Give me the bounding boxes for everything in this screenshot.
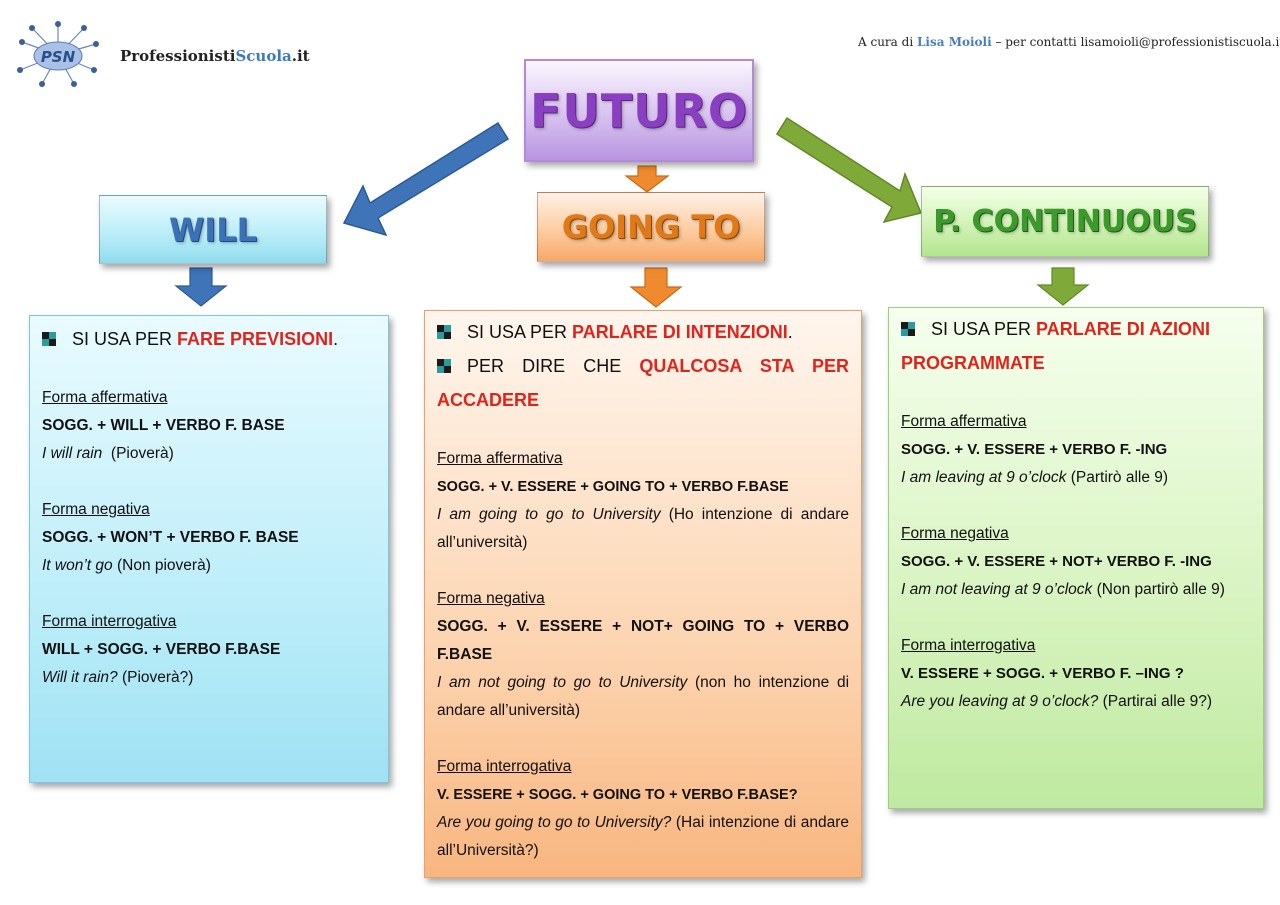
futuro-title: FUTURO bbox=[529, 83, 749, 138]
will-neg-formula: SOGG. + WON’T + VERBO F. BASE bbox=[42, 529, 299, 546]
will-aff-heading: Forma affermativa bbox=[42, 389, 168, 406]
going-neg-formula: SOGG. + V. ESSERE + NOT+ GOING TO + VERB… bbox=[437, 618, 849, 663]
will-neg-example-it: (Non pioverà) bbox=[112, 557, 211, 574]
pcont-node: P. CONTINUOUS bbox=[921, 186, 1209, 257]
going-usage-2: PER DIRE CHE QUALCOSA STA PER ACCADERE bbox=[437, 349, 849, 417]
will-title: WILL bbox=[169, 210, 257, 249]
going-content-box: SI USA PER PARLARE DI INTENZIONI. PER DI… bbox=[424, 310, 862, 878]
bullet-square-icon bbox=[901, 322, 915, 336]
pcont-usage: SI USA PER PARLARE DI AZIONI PROGRAMMATE bbox=[901, 312, 1251, 380]
pcont-aff-example: I am leaving at 9 o’clock (Partirò alle … bbox=[901, 464, 1251, 492]
will-neg-example-en: It won’t go bbox=[42, 557, 113, 574]
pcont-int-example-en: Are you leaving at 9 o’clock? bbox=[901, 693, 1099, 710]
will-aff-example: I will rain (Pioverà) bbox=[42, 440, 376, 468]
will-usage: SI USA PER FARE PREVISIONI. bbox=[42, 322, 376, 356]
pcont-usage-highlight: PARLARE DI AZIONI PROGRAMMATE bbox=[901, 319, 1211, 373]
will-neg-example: It won’t go (Non pioverà) bbox=[42, 552, 376, 580]
pcont-title: P. CONTINUOUS bbox=[933, 204, 1197, 239]
credit-line: A cura di Lisa Moioli – per contatti lis… bbox=[858, 35, 1280, 49]
arrow-pcont-down-icon bbox=[1036, 267, 1090, 306]
will-neg-heading: Forma negativa bbox=[42, 501, 150, 518]
will-int-example: Will it rain? (Pioverà?) bbox=[42, 664, 376, 692]
arrow-will-down-icon bbox=[174, 267, 228, 307]
going-aff-formula: SOGG. + V. ESSERE + GOING TO + VERBO F.B… bbox=[437, 479, 789, 495]
going-title: GOING TO bbox=[561, 208, 741, 246]
pcont-neg-example-en: I am not leaving at 9 o’clock bbox=[901, 581, 1093, 598]
pcont-int-heading: Forma interrogativa bbox=[901, 637, 1036, 654]
going-usage-2-highlight: QUALCOSA STA PER ACCADERE bbox=[437, 356, 849, 410]
pcont-neg-heading: Forma negativa bbox=[901, 525, 1009, 542]
bullet-square-icon bbox=[42, 332, 56, 346]
pcont-neg-formula: SOGG. + V. ESSERE + NOT+ VERBO F. -ING bbox=[901, 553, 1212, 570]
will-node: WILL bbox=[99, 195, 327, 264]
going-neg-example-it: (non ho intenzione di andare all’univers… bbox=[437, 674, 850, 719]
going-neg-heading: Forma negativa bbox=[437, 590, 545, 607]
pcont-aff-heading: Forma affermativa bbox=[901, 413, 1027, 430]
going-usage-1: SI USA PER PARLARE DI INTENZIONI. bbox=[437, 315, 849, 349]
going-usage-1-end: . bbox=[787, 322, 793, 342]
will-int-example-it: (Pioverà?) bbox=[117, 669, 194, 686]
going-aff-heading: Forma affermativa bbox=[437, 450, 563, 467]
going-aff-example-en: I am going to go to University bbox=[437, 506, 661, 523]
pcont-content-box: SI USA PER PARLARE DI AZIONI PROGRAMMATE… bbox=[888, 307, 1264, 809]
pcont-neg-example: I am not leaving at 9 o’clock (Non parti… bbox=[901, 576, 1251, 604]
arrow-to-going-icon bbox=[624, 165, 670, 193]
credit-prefix: A cura di bbox=[858, 35, 914, 49]
credit-author: Lisa Moioli bbox=[916, 35, 992, 49]
will-aff-example-it: (Pioverà) bbox=[102, 445, 174, 462]
will-aff-example-en: I will rain bbox=[42, 445, 103, 462]
going-usage-1-text: SI USA PER bbox=[467, 322, 573, 342]
will-int-heading: Forma interrogativa bbox=[42, 613, 177, 630]
going-aff-example-it: (Ho intenzione di andare all’università) bbox=[437, 506, 849, 551]
going-int-heading: Forma interrogativa bbox=[437, 758, 572, 775]
going-node: GOING TO bbox=[537, 192, 765, 262]
will-usage-highlight: FARE PREVISIONI bbox=[177, 329, 334, 349]
going-usage-1-highlight: PARLARE DI INTENZIONI bbox=[572, 322, 788, 342]
will-usage-end: . bbox=[333, 329, 339, 349]
arrow-going-down-icon bbox=[629, 267, 683, 308]
will-usage-text: SI USA PER bbox=[72, 329, 178, 349]
will-int-example-en: Will it rain? bbox=[42, 669, 118, 686]
will-content-box: SI USA PER FARE PREVISIONI. Forma afferm… bbox=[29, 315, 389, 783]
going-int-example: Are you going to go to University? (Hai … bbox=[437, 809, 849, 865]
arrow-to-pcont-icon bbox=[775, 116, 923, 224]
brand-name: ProfessionistiScuola.it bbox=[120, 47, 310, 65]
brand-part-2: Scuola bbox=[235, 47, 292, 65]
network-logo-icon: PSN bbox=[17, 21, 99, 87]
going-int-example-it: (Hai intenzione di andare all’Università… bbox=[437, 814, 849, 859]
going-int-example-en: Are you going to go to University? bbox=[437, 814, 672, 831]
going-neg-example-en: I am not going to go to University bbox=[437, 674, 688, 691]
arrow-to-will-icon bbox=[342, 121, 510, 237]
going-neg-example: I am not going to go to University (non … bbox=[437, 669, 849, 725]
pcont-usage-text: SI USA PER bbox=[931, 319, 1037, 339]
pcont-aff-example-en: I am leaving at 9 o’clock bbox=[901, 469, 1067, 486]
logo-text: PSN bbox=[41, 48, 76, 66]
going-aff-example: I am going to go to University (Ho inten… bbox=[437, 501, 849, 557]
going-int-formula: V. ESSERE + SOGG. + GOING TO + VERBO F.B… bbox=[437, 787, 798, 803]
bullet-square-icon bbox=[437, 359, 451, 373]
brand-part-1: Professionisti bbox=[120, 47, 236, 65]
going-usage-2-text: PER DIRE CHE bbox=[467, 356, 640, 376]
pcont-int-formula: V. ESSERE + SOGG. + VERBO F. –ING ? bbox=[901, 665, 1184, 682]
brand-part-3: .it bbox=[291, 47, 310, 65]
futuro-node: FUTURO bbox=[524, 59, 754, 162]
credit-contact: – per contatti lisamoioli@professionisti… bbox=[991, 35, 1280, 49]
will-aff-formula: SOGG. + WILL + VERBO F. BASE bbox=[42, 417, 285, 434]
bullet-square-icon bbox=[437, 325, 451, 339]
pcont-int-example: Are you leaving at 9 o’clock? (Partirai … bbox=[901, 688, 1251, 716]
pcont-neg-example-it: (Non partirò alle 9) bbox=[1092, 581, 1225, 598]
pcont-aff-formula: SOGG. + V. ESSERE + VERBO F. -ING bbox=[901, 441, 1168, 458]
logo: PSN bbox=[12, 20, 104, 90]
pcont-aff-example-it: (Partirò alle 9) bbox=[1066, 469, 1169, 486]
will-int-formula: WILL + SOGG. + VERBO F.BASE bbox=[42, 641, 281, 658]
pcont-int-example-it: (Partirai alle 9?) bbox=[1098, 693, 1213, 710]
